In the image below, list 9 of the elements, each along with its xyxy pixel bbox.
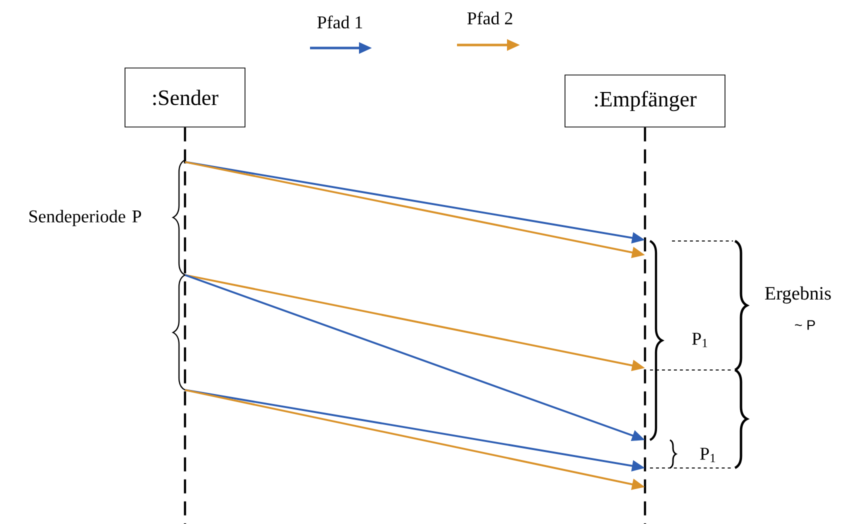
- annotation-text: P$_{1}$: [700, 448, 716, 462]
- annotation-text: ~ P: [794, 320, 815, 330]
- lifeline-box: :Empfänger: [564, 74, 726, 128]
- legend-label: Pfad 1: [317, 16, 362, 28]
- annotation-text: Sendeperiode P: [29, 210, 142, 226]
- annotation-text: P$_{1}$: [692, 332, 708, 348]
- legend-label: Pfad 2: [467, 12, 512, 24]
- annotation-text: Ergebnis: [765, 286, 831, 304]
- lifeline-box: :Sender: [124, 68, 246, 128]
